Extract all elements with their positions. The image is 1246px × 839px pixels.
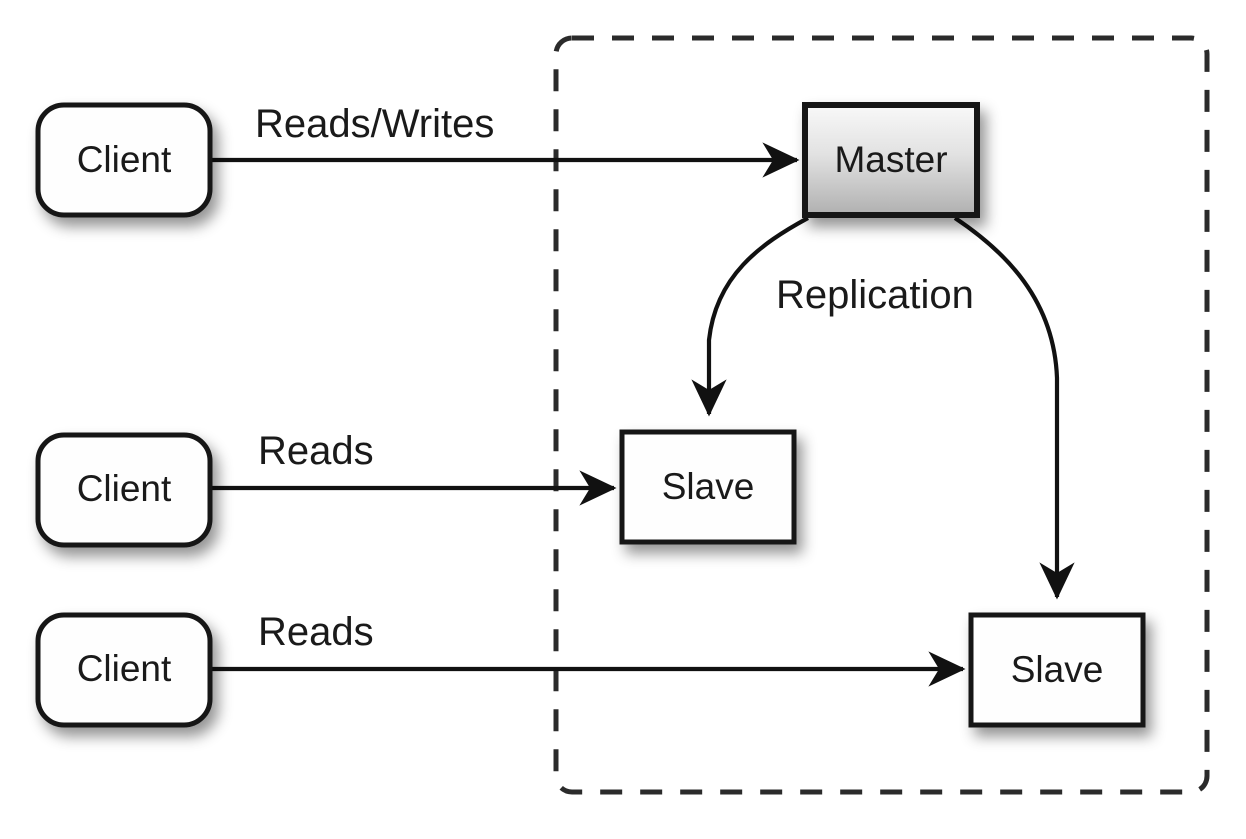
edge-label-replication: Replication xyxy=(776,273,974,317)
edge-label-reads-middle: Reads xyxy=(258,429,374,473)
node-slave-bottom[interactable]: Slave xyxy=(968,612,1146,728)
master-box[interactable] xyxy=(802,102,980,218)
client-middle-box[interactable] xyxy=(35,432,213,548)
client-top-box[interactable] xyxy=(35,102,213,218)
database-cluster-boundary xyxy=(553,35,1210,795)
slave-middle-label: Slave xyxy=(662,466,755,507)
client-middle-label: Client xyxy=(77,468,172,509)
slave-middle-box[interactable] xyxy=(619,429,797,545)
client-top-label: Client xyxy=(77,139,172,180)
arrow-replication-middle xyxy=(691,216,810,417)
edge-master-to-slave-bottom xyxy=(953,216,1075,600)
slave-bottom-label: Slave xyxy=(1011,649,1104,690)
edge-master-to-slave-middle xyxy=(691,216,810,417)
edge-label-reads-bottom: Reads xyxy=(258,610,374,654)
master-label: Master xyxy=(834,139,947,180)
node-master[interactable]: Master xyxy=(802,102,980,218)
arrow-replication-bottom xyxy=(953,216,1075,600)
slave-bottom-box[interactable] xyxy=(968,612,1146,728)
node-client-top[interactable]: Client xyxy=(35,102,213,218)
node-client-middle[interactable]: Client xyxy=(35,432,213,548)
client-bottom-box[interactable] xyxy=(35,612,213,728)
edge-label-reads-writes: Reads/Writes xyxy=(255,102,494,146)
node-client-bottom[interactable]: Client xyxy=(35,612,213,728)
node-slave-middle[interactable]: Slave xyxy=(619,429,797,545)
client-bottom-label: Client xyxy=(77,648,172,689)
